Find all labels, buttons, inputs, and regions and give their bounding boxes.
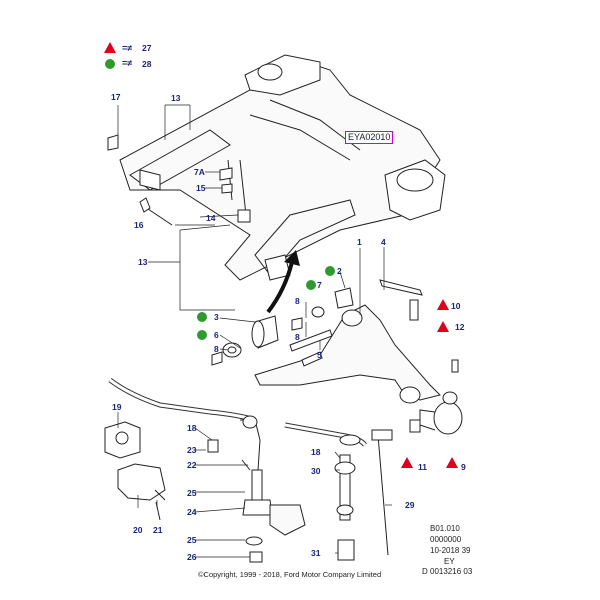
callout-20: 20 bbox=[133, 525, 143, 535]
ref-line-2: 0000000 bbox=[430, 535, 462, 544]
callout-31: 31 bbox=[311, 548, 321, 558]
callout-29: 29 bbox=[405, 500, 415, 510]
callout-16: 16 bbox=[134, 220, 144, 230]
callout-8-left: 8 bbox=[214, 344, 219, 354]
callout-11: 11 bbox=[418, 462, 427, 472]
callout-7a: 7A bbox=[194, 167, 205, 177]
callout-12: 12 bbox=[455, 322, 465, 332]
callout-18-right: 18 bbox=[311, 447, 321, 457]
callout-19: 19 bbox=[112, 402, 122, 412]
legend-green-ref: 28 bbox=[142, 59, 152, 69]
direction-arrow bbox=[266, 261, 294, 314]
callout-7: 7 bbox=[317, 280, 322, 290]
bolts bbox=[139, 159, 423, 556]
stabilizer-bushing bbox=[104, 421, 166, 501]
legend-green-label: =≠ bbox=[122, 58, 133, 68]
subframe bbox=[119, 54, 446, 281]
ref-line-3: 10-2018 39 bbox=[430, 546, 471, 555]
ref-line-4: EY bbox=[444, 557, 455, 566]
callout-9: 9 bbox=[461, 462, 466, 472]
callout-25-upper: 25 bbox=[187, 488, 197, 498]
ball-joint bbox=[409, 299, 463, 435]
lower-control-arm bbox=[254, 304, 441, 404]
callout-15: 15 bbox=[196, 183, 206, 193]
callout-8-upper: 8 bbox=[295, 296, 300, 306]
red-markers bbox=[401, 299, 458, 468]
arrow-head bbox=[284, 250, 300, 266]
ref-line-5: D 0013216 03 bbox=[422, 567, 473, 576]
callout-22: 22 bbox=[187, 460, 197, 470]
callout-17: 17 bbox=[111, 92, 121, 102]
callout-5: 5 bbox=[317, 350, 322, 360]
callout-23: 23 bbox=[187, 445, 197, 455]
callout-13-top: 13 bbox=[171, 93, 181, 103]
legend-red-ref: 27 bbox=[142, 43, 152, 53]
stabilizer-link-left bbox=[240, 415, 306, 563]
callout-18-left: 18 bbox=[187, 423, 197, 433]
callout-13-side: 13 bbox=[138, 257, 148, 267]
callout-21: 21 bbox=[153, 525, 163, 535]
leader-lines bbox=[117, 104, 392, 558]
small-hardware bbox=[107, 134, 251, 521]
ref-line-1: B01.010 bbox=[430, 524, 460, 533]
stabilizer-link-right bbox=[334, 454, 356, 561]
green-markers bbox=[197, 266, 335, 340]
legend-red-label: =≠ bbox=[122, 43, 133, 53]
stabilizer-bar bbox=[108, 377, 368, 447]
callout-8-mid: 8 bbox=[295, 332, 300, 342]
callout-2: 2 bbox=[337, 266, 342, 276]
copyright-notice: ©Copyright, 1999 - 2018, Ford Motor Comp… bbox=[198, 570, 382, 579]
callout-3: 3 bbox=[214, 312, 219, 322]
legend-red-triangle bbox=[104, 42, 116, 53]
callout-1: 1 bbox=[357, 237, 362, 247]
callout-26: 26 bbox=[187, 552, 197, 562]
bushing-group bbox=[222, 287, 354, 367]
callout-6: 6 bbox=[214, 330, 219, 340]
callout-14: 14 bbox=[206, 213, 216, 223]
callout-4: 4 bbox=[381, 237, 386, 247]
callout-25-lower: 25 bbox=[187, 535, 197, 545]
callout-24: 24 bbox=[187, 507, 197, 517]
callout-30: 30 bbox=[311, 466, 321, 476]
legend-green-dot bbox=[105, 59, 115, 69]
part-number-tag: EYA02010 bbox=[345, 131, 394, 144]
callout-10: 10 bbox=[451, 301, 461, 311]
